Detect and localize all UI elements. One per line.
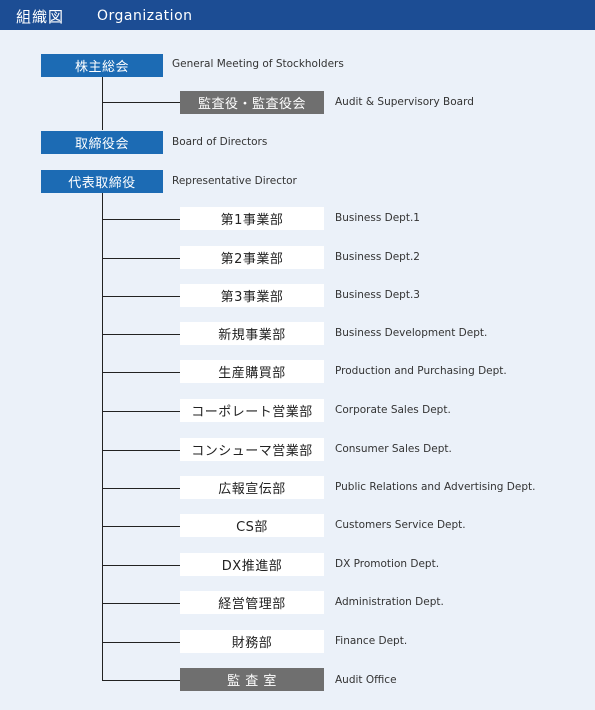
- dept-label: DX推進部: [221, 559, 283, 574]
- connector-dept-2: [102, 258, 180, 259]
- connector-director-trunk: [102, 193, 103, 681]
- connector-dept-3: [102, 296, 180, 297]
- dept-en: Customers Service Dept.: [335, 519, 466, 531]
- connector-shareholders-audit: [102, 77, 103, 130]
- dept-box-corporate-sales: コーポレート営業部: [180, 399, 324, 422]
- connector-dept-6: [102, 411, 180, 412]
- dept-en: Business Dept.2: [335, 251, 420, 263]
- page-subtitle: Organization: [97, 8, 193, 24]
- connector-dept-7: [102, 450, 180, 451]
- dept-box-business-3: 第3事業部: [180, 284, 324, 307]
- audit-office-label: 監 査 室: [227, 674, 277, 689]
- board-of-directors-label: 取締役会: [74, 137, 129, 152]
- connector-dept-10: [102, 565, 180, 566]
- dept-label: 第3事業部: [220, 290, 284, 305]
- dept-label: 第2事業部: [220, 252, 284, 267]
- representative-director-en: Representative Director: [172, 175, 297, 187]
- connector-dept-12: [102, 642, 180, 643]
- connector-dept-8: [102, 488, 180, 489]
- dept-en: Consumer Sales Dept.: [335, 443, 452, 455]
- dept-box-dx-promotion: DX推進部: [180, 553, 324, 576]
- dept-en: Business Dept.3: [335, 289, 420, 301]
- dept-en: DX Promotion Dept.: [335, 558, 440, 570]
- page-header: 組織図 Organization: [0, 0, 595, 30]
- dept-label: コーポレート営業部: [191, 405, 313, 420]
- connector-dept-11: [102, 603, 180, 604]
- dept-en: Business Dept.1: [335, 212, 420, 224]
- board-of-directors-en: Board of Directors: [172, 136, 268, 148]
- page-title: 組織図: [16, 8, 65, 26]
- board-of-directors-box: 取締役会: [41, 131, 163, 154]
- audit-board-en: Audit & Supervisory Board: [335, 96, 474, 108]
- dept-en: Public Relations and Advertising Dept.: [335, 481, 536, 493]
- shareholders-meeting-en: General Meeting of Stockholders: [172, 58, 344, 70]
- dept-box-consumer-sales: コンシューマ営業部: [180, 438, 324, 461]
- dept-en: Production and Purchasing Dept.: [335, 365, 507, 377]
- dept-label: 第1事業部: [220, 213, 284, 228]
- dept-box-customer-service: CS部: [180, 514, 324, 537]
- representative-director-box: 代表取締役: [41, 170, 163, 193]
- dept-box-administration: 経営管理部: [180, 591, 324, 614]
- dept-box-finance: 財務部: [180, 630, 324, 653]
- dept-en: Corporate Sales Dept.: [335, 404, 451, 416]
- dept-label: 生産購買部: [218, 366, 286, 381]
- dept-label: 経営管理部: [218, 597, 286, 612]
- dept-label: CS部: [236, 520, 268, 535]
- dept-en: Business Development Dept.: [335, 327, 488, 339]
- dept-en: Administration Dept.: [335, 596, 444, 608]
- dept-box-production-purchasing: 生産購買部: [180, 360, 324, 383]
- audit-office-en: Audit Office: [335, 674, 397, 686]
- dept-label: 新規事業部: [218, 328, 286, 343]
- audit-office-box: 監 査 室: [180, 668, 324, 691]
- connector-audit-board: [102, 102, 180, 103]
- dept-en: Finance Dept.: [335, 635, 408, 647]
- connector-audit-office: [102, 680, 180, 681]
- shareholders-meeting-box: 株主総会: [41, 54, 163, 77]
- connector-dept-4: [102, 334, 180, 335]
- shareholders-meeting-label: 株主総会: [74, 60, 129, 75]
- dept-label: 広報宣伝部: [218, 482, 286, 497]
- connector-dept-1: [102, 219, 180, 220]
- dept-box-business-1: 第1事業部: [180, 207, 324, 230]
- dept-box-public-relations: 広報宣伝部: [180, 476, 324, 499]
- dept-box-business-development: 新規事業部: [180, 322, 324, 345]
- connector-dept-5: [102, 372, 180, 373]
- audit-board-label: 監査役・監査役会: [197, 97, 306, 112]
- audit-board-box: 監査役・監査役会: [180, 91, 324, 114]
- dept-label: 財務部: [231, 636, 273, 651]
- dept-label: コンシューマ営業部: [191, 444, 313, 459]
- dept-box-business-2: 第2事業部: [180, 246, 324, 269]
- representative-director-label: 代表取締役: [68, 176, 136, 191]
- connector-dept-9: [102, 526, 180, 527]
